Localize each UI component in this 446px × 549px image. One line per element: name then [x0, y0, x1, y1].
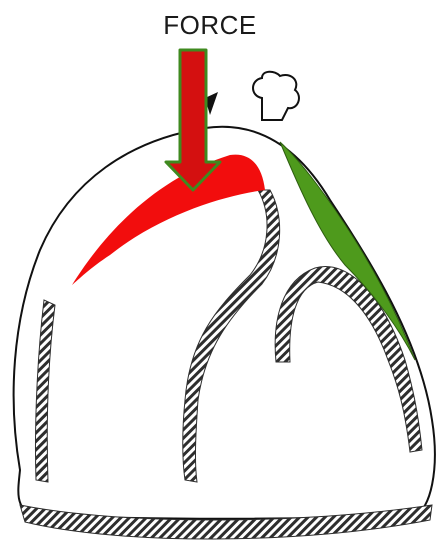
- attachment-post: [253, 72, 299, 120]
- force-label: FORCE: [150, 10, 270, 41]
- force-arrow: [166, 50, 220, 190]
